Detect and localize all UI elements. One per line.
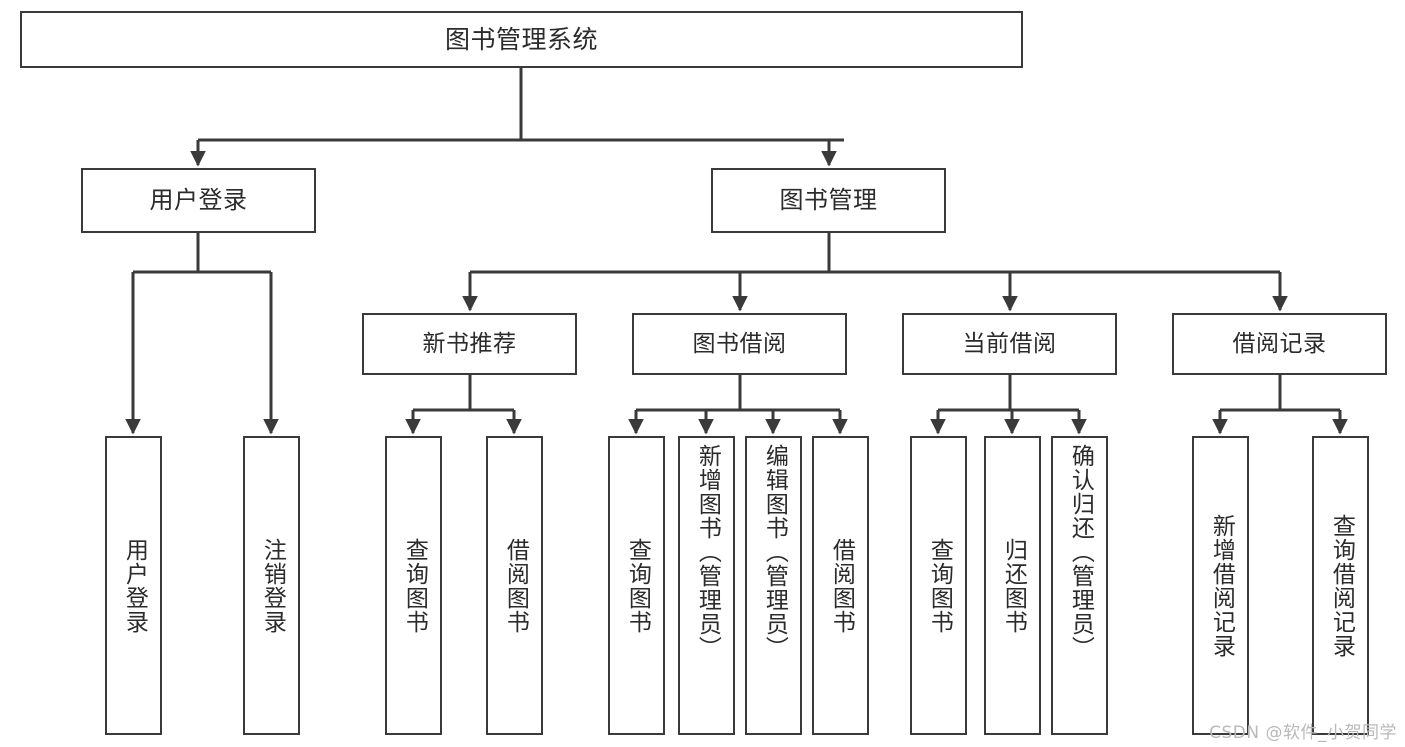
node-level3-borrow-record[interactable]: 借阅记录 (1172, 313, 1387, 375)
node-leaf-query-borrow-record-label: 查询借阅记录 (1328, 513, 1355, 658)
node-leaf-return-book-label: 归还图书 (1000, 537, 1027, 634)
node-root-label: 图书管理系统 (444, 25, 598, 54)
node-leaf-query-book-recommend-label: 查询图书 (401, 537, 428, 634)
node-leaf-query-book-current[interactable]: 查询图书 (910, 436, 967, 735)
node-level3-book-borrow-label: 图书借阅 (692, 330, 787, 357)
node-level3-borrow-record-label: 借阅记录 (1232, 330, 1327, 357)
node-leaf-user-login-label: 用户登录 (121, 537, 148, 634)
node-leaf-confirm-return-admin[interactable]: 确认归还（管理员） (1051, 436, 1108, 735)
node-leaf-edit-book-admin[interactable]: 编辑图书（管理员） (745, 436, 802, 735)
node-leaf-query-book-recommend[interactable]: 查询图书 (385, 436, 442, 735)
node-leaf-add-book-admin-label: 新增图书（管理员） (694, 444, 721, 660)
node-level3-book-borrow[interactable]: 图书借阅 (632, 313, 847, 375)
node-leaf-confirm-return-admin-label: 确认归还（管理员） (1067, 444, 1094, 660)
node-level2-user-login-label: 用户登录 (149, 185, 248, 214)
node-leaf-borrow-book-label: 借阅图书 (828, 537, 855, 634)
node-leaf-edit-book-admin-label: 编辑图书（管理员） (761, 444, 788, 660)
node-leaf-user-login[interactable]: 用户登录 (105, 436, 162, 735)
node-level3-new-book-recommend[interactable]: 新书推荐 (362, 313, 577, 375)
node-leaf-borrow-book[interactable]: 借阅图书 (812, 436, 869, 735)
node-level2-user-login[interactable]: 用户登录 (81, 168, 316, 233)
node-leaf-query-book-borrow-label: 查询图书 (624, 537, 651, 634)
watermark: CSDN @软件_小贺同学 (1209, 723, 1397, 743)
node-level3-new-book-recommend-label: 新书推荐 (422, 330, 517, 357)
node-level3-current-borrow[interactable]: 当前借阅 (902, 313, 1117, 375)
node-level2-book-management[interactable]: 图书管理 (711, 168, 946, 233)
node-leaf-logout[interactable]: 注销登录 (243, 436, 300, 735)
node-leaf-borrow-book-recommend-label: 借阅图书 (502, 537, 529, 634)
node-leaf-add-borrow-record[interactable]: 新增借阅记录 (1192, 436, 1249, 735)
node-leaf-return-book[interactable]: 归还图书 (984, 436, 1041, 735)
node-root[interactable]: 图书管理系统 (20, 11, 1023, 68)
node-leaf-query-book-borrow[interactable]: 查询图书 (608, 436, 665, 735)
node-leaf-add-borrow-record-label: 新增借阅记录 (1208, 513, 1235, 658)
node-level2-book-management-label: 图书管理 (779, 185, 878, 214)
node-leaf-query-book-current-label: 查询图书 (926, 537, 953, 634)
node-leaf-add-book-admin[interactable]: 新增图书（管理员） (678, 436, 735, 735)
node-level3-current-borrow-label: 当前借阅 (962, 330, 1057, 357)
node-leaf-borrow-book-recommend[interactable]: 借阅图书 (486, 436, 543, 735)
node-leaf-query-borrow-record[interactable]: 查询借阅记录 (1312, 436, 1369, 735)
node-leaf-logout-label: 注销登录 (259, 537, 286, 634)
